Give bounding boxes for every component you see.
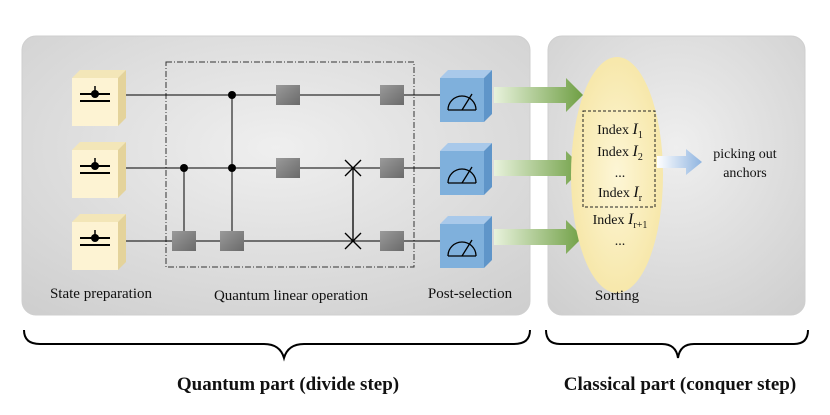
linear-operation-label: Quantum linear operation (214, 288, 369, 304)
index-row-prefix: ... (615, 234, 626, 249)
index-row-subscript: r (639, 193, 643, 204)
index-row-variable: I (632, 184, 639, 201)
gate-box (220, 231, 244, 251)
index-row-prefix: Index (593, 213, 628, 228)
index-row-variable: I (632, 121, 639, 138)
state-prep-cube-2 (72, 142, 126, 198)
output-label-line1: picking out (713, 147, 776, 162)
index-row-prefix: Index (597, 145, 632, 160)
index-row-variable: I (632, 143, 639, 160)
green-arrow (494, 78, 583, 112)
state-prep-cube-1 (72, 70, 126, 126)
index-row-subscript: r+1 (633, 220, 647, 231)
quantum-part-label: Quantum part (divide step) (177, 374, 399, 395)
state-prep-cube-3 (72, 214, 126, 270)
output-arrow (657, 149, 702, 175)
controlled-gate-2 (228, 91, 236, 241)
index-row: Index I2 (597, 143, 643, 163)
gate-boxes (172, 85, 404, 251)
sorting-label: Sorting (595, 288, 640, 304)
classical-part-label: Classical part (conquer step) (564, 374, 796, 395)
quantum-brace (23, 329, 531, 362)
sorting-ellipse (571, 57, 663, 293)
index-row-prefix: Index (597, 123, 632, 138)
index-row: Index I1 (597, 121, 643, 141)
green-arrow (494, 220, 583, 254)
swap-gate (344, 159, 362, 250)
index-row-subscript: 1 (638, 130, 643, 141)
gate-box (380, 158, 404, 178)
green-arrows (494, 78, 583, 254)
measurement-cube-2 (440, 143, 492, 195)
index-row: ... (615, 166, 626, 181)
green-arrow (494, 151, 583, 185)
gate-box (380, 85, 404, 105)
top-index-box (582, 110, 656, 208)
index-row: Index Ir (598, 184, 643, 204)
gate-box (276, 85, 300, 105)
post-selection-label: Post-selection (428, 286, 513, 302)
gate-box (172, 231, 196, 251)
index-row: ... (615, 234, 626, 249)
state-preparation-label: State preparation (50, 286, 153, 302)
measurement-cube-3 (440, 216, 492, 268)
index-row-variable: I (627, 211, 634, 228)
gate-box (276, 158, 300, 178)
controlled-gate-1 (180, 164, 188, 241)
measurement-cube-1 (440, 70, 492, 122)
linear-operation-box (165, 61, 415, 268)
output-label-line2: anchors (723, 166, 767, 181)
index-row-prefix: ... (615, 166, 626, 181)
gate-box (380, 231, 404, 251)
index-row: Index Ir+1 (593, 211, 648, 231)
index-row-prefix: Index (598, 186, 633, 201)
index-row-subscript: 2 (638, 152, 643, 163)
classical-brace (545, 329, 809, 359)
